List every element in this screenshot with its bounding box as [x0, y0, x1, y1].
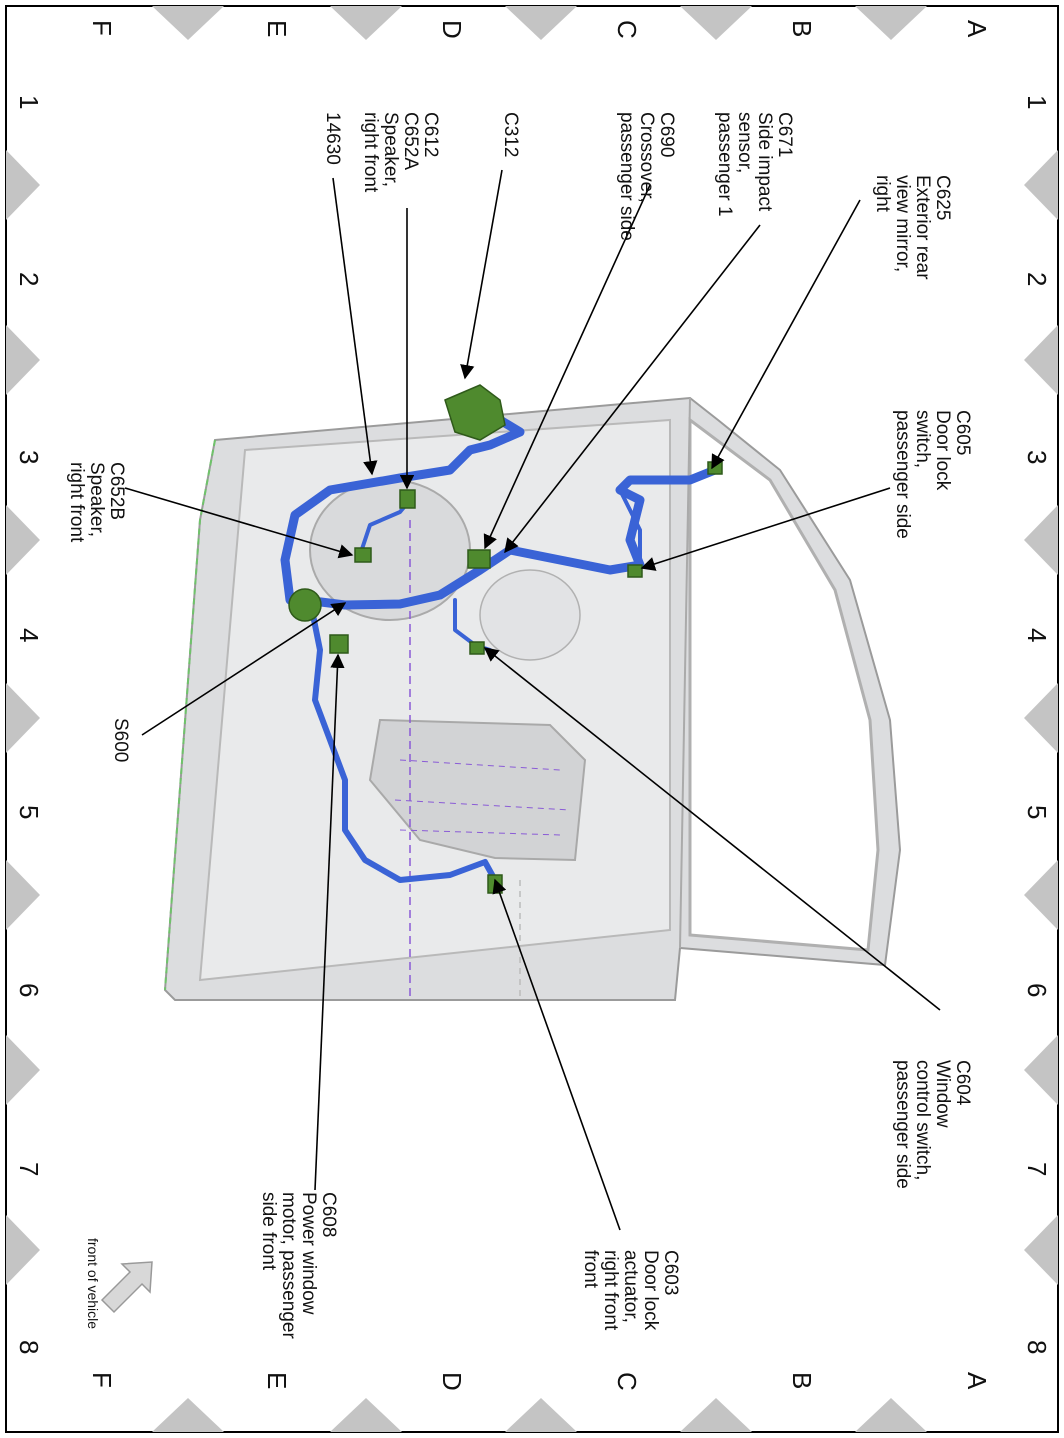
grid-col-f-bottom: F — [87, 1372, 117, 1388]
label-front-of-vehicle: front of vehicle — [85, 1238, 101, 1330]
connector-c604 — [469, 641, 485, 655]
grid-row-6-right: 6 — [1022, 983, 1052, 998]
leader-c671 — [504, 224, 761, 554]
top-grid-markers — [152, 6, 927, 40]
grid-col-c-top: C — [612, 20, 642, 39]
left-grid-markers — [6, 150, 40, 1285]
label-c690: C690 Crossover, passenger side — [616, 112, 677, 241]
label-c312: C312 — [500, 112, 521, 158]
grid-row-5-left: 5 — [14, 805, 44, 820]
leader-c625 — [711, 199, 861, 470]
grid-col-a-top: A — [962, 20, 992, 38]
grid-row-4-right: 4 — [1022, 628, 1052, 643]
label-c625: C625 Exterior rear view mirror, right — [872, 175, 953, 280]
door-panel — [163, 396, 902, 1001]
grid-row-1-right: 1 — [1022, 95, 1052, 110]
leader-c604 — [483, 647, 941, 1011]
bottom-grid-markers — [152, 1398, 927, 1432]
grid-row-5-right: 5 — [1022, 805, 1052, 820]
label-c605: C605 Door lock switch, passenger side — [892, 410, 973, 539]
wiring-harness — [280, 415, 720, 883]
grid-row-4-left: 4 — [14, 628, 44, 643]
leader-c652b — [124, 487, 354, 559]
grid-row-8-right: 8 — [1022, 1340, 1052, 1355]
grid-col-b-top: B — [787, 20, 817, 38]
leader-14630 — [332, 177, 378, 476]
grid-row-1-left: 1 — [14, 95, 44, 110]
leader-c608 — [314, 653, 345, 1191]
connector-c312 — [444, 384, 506, 441]
label-c608: C608 Power window motor, passenger side … — [258, 1192, 339, 1339]
connector-c612 — [399, 489, 416, 509]
leader-s600 — [141, 602, 347, 736]
leader-c690 — [483, 184, 651, 550]
leader-c312 — [460, 169, 503, 380]
grid-row-2-left: 2 — [14, 272, 44, 287]
label-c671: C671 Side impact sensor, passenger 1 — [714, 112, 795, 217]
grid-col-d-bottom: D — [437, 1372, 467, 1391]
grid-col-e-bottom: E — [262, 1372, 292, 1390]
leader-c603 — [492, 878, 621, 1231]
grid-col-a-bottom: A — [962, 1372, 992, 1390]
connector-s600 — [288, 588, 322, 622]
grid-col-e-top: E — [262, 20, 292, 38]
grid-row-6-left: 6 — [14, 983, 44, 998]
label-s600: S600 — [110, 718, 131, 763]
connector-c608 — [329, 634, 349, 654]
grid-row-8-left: 8 — [14, 1340, 44, 1355]
callout-leaders — [124, 169, 941, 1231]
leader-c605 — [640, 487, 891, 571]
label-c604: C604 Window control switch, passenger si… — [892, 1060, 973, 1189]
label-14630: 14630 — [322, 112, 343, 165]
grid-row-3-left: 3 — [14, 450, 44, 465]
grid-col-c-bottom: C — [612, 1372, 642, 1391]
right-grid-markers — [1024, 150, 1058, 1285]
front-of-vehicle-arrow — [100, 1261, 153, 1314]
connector-c690 — [467, 549, 491, 569]
grid-row-3-right: 3 — [1022, 450, 1052, 465]
label-c612: C612 C652A Speaker, right front — [360, 112, 441, 193]
label-c652b: C652B Speaker, right front — [66, 462, 127, 543]
grid-row-7-right: 7 — [1022, 1162, 1052, 1177]
grid-row-7-left: 7 — [14, 1162, 44, 1177]
connector-c652b — [354, 547, 372, 563]
grid-row-2-right: 2 — [1022, 272, 1052, 287]
connector-c603 — [487, 874, 503, 894]
label-c603: C603 Door lock actuator, right front fro… — [580, 1250, 681, 1331]
grid-col-d-top: D — [437, 20, 467, 39]
connector-c605 — [627, 564, 643, 578]
grid-col-f-top: F — [87, 20, 117, 36]
grid-col-b-bottom: B — [787, 1372, 817, 1390]
